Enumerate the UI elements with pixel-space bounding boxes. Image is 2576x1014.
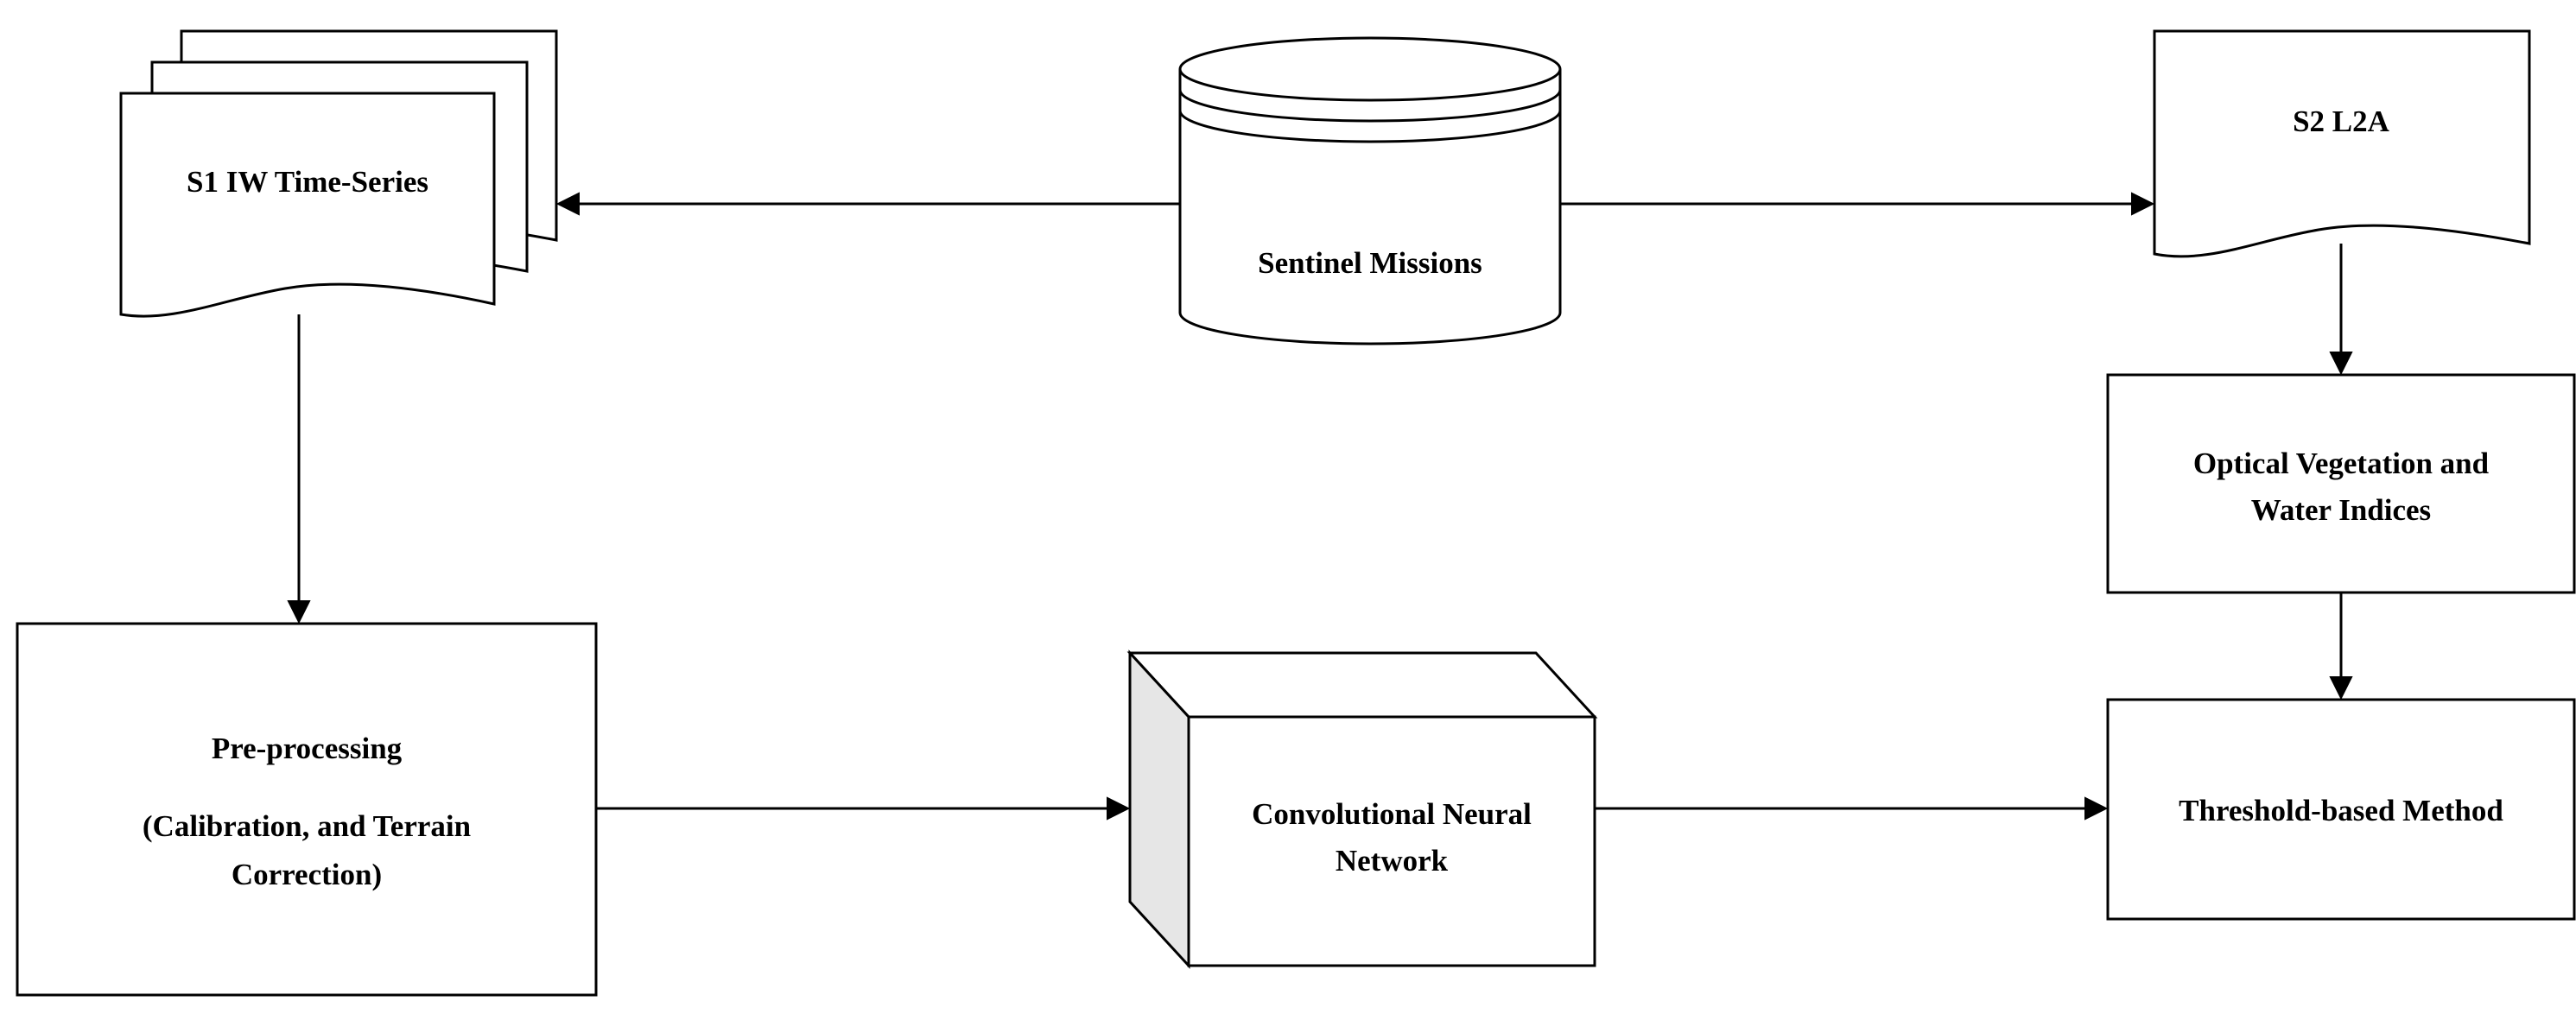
pre-processing-box (16, 622, 598, 997)
pre-processing-label-line3: Correction) (232, 858, 382, 891)
arrowhead-icon (287, 600, 311, 624)
arrowhead-icon (2131, 192, 2155, 216)
arrowhead-icon (555, 192, 580, 216)
cnn-label-line2: Network (1336, 844, 1449, 878)
cylinder-ring-2 (1178, 110, 1562, 143)
arrow-pre-processing-to-cnn (596, 796, 1131, 821)
optical-indices-box (2106, 373, 2576, 594)
arrowhead-icon (2329, 676, 2353, 700)
threshold-method-box (2106, 698, 2576, 921)
arrowhead-icon (1107, 796, 1131, 821)
cnn-label-line1: Convolutional Neural (1252, 797, 1532, 831)
s1-iw-time-series-label: S1 IW Time-Series (187, 165, 428, 199)
s2-l2a-node: S2 L2A (2153, 29, 2531, 258)
cylinder-top (1178, 36, 1562, 102)
s1-iw-time-series-node: S1 IW Time-Series (119, 29, 558, 318)
threshold-method-label: Threshold-based Method (2179, 794, 2503, 827)
arrowhead-icon (2084, 796, 2109, 821)
pre-processing-label-line2: (Calibration, and Terrain (143, 809, 471, 843)
optical-indices-label-line2: Water Indices (2251, 493, 2431, 527)
arrow-sentinel-to-s2 (1560, 192, 2155, 216)
pre-processing-label-line1: Pre-processing (212, 732, 403, 765)
sentinel-missions-node: Sentinel Missions (1178, 36, 1562, 345)
cube-front-face (1187, 715, 1596, 967)
arrow-cnn-to-threshold (1595, 796, 2109, 821)
arrow-sentinel-to-s1 (555, 192, 1180, 216)
cylinder-body (1178, 69, 1562, 345)
arrow-s1-to-pre-processing (287, 314, 311, 624)
sentinel-missions-label: Sentinel Missions (1258, 246, 1482, 280)
cylinder-ring-1 (1178, 89, 1562, 123)
arrow-optical-to-threshold (2329, 593, 2353, 700)
optical-indices-node: Optical Vegetation and Water Indices (2106, 373, 2576, 594)
optical-indices-label-line1: Optical Vegetation and (2193, 447, 2490, 480)
document-front-sheet (119, 92, 496, 318)
threshold-method-node: Threshold-based Method (2106, 698, 2576, 921)
cube-top-face (1126, 651, 1598, 719)
arrowhead-icon (2329, 352, 2353, 376)
document-sheet (2153, 29, 2531, 258)
pre-processing-node: Pre-processing (Calibration, and Terrain… (16, 622, 598, 997)
arrow-s2-to-optical-indices (2329, 244, 2353, 376)
cnn-node: Convolutional Neural Network (1126, 650, 1598, 969)
s2-l2a-label: S2 L2A (2293, 105, 2390, 138)
